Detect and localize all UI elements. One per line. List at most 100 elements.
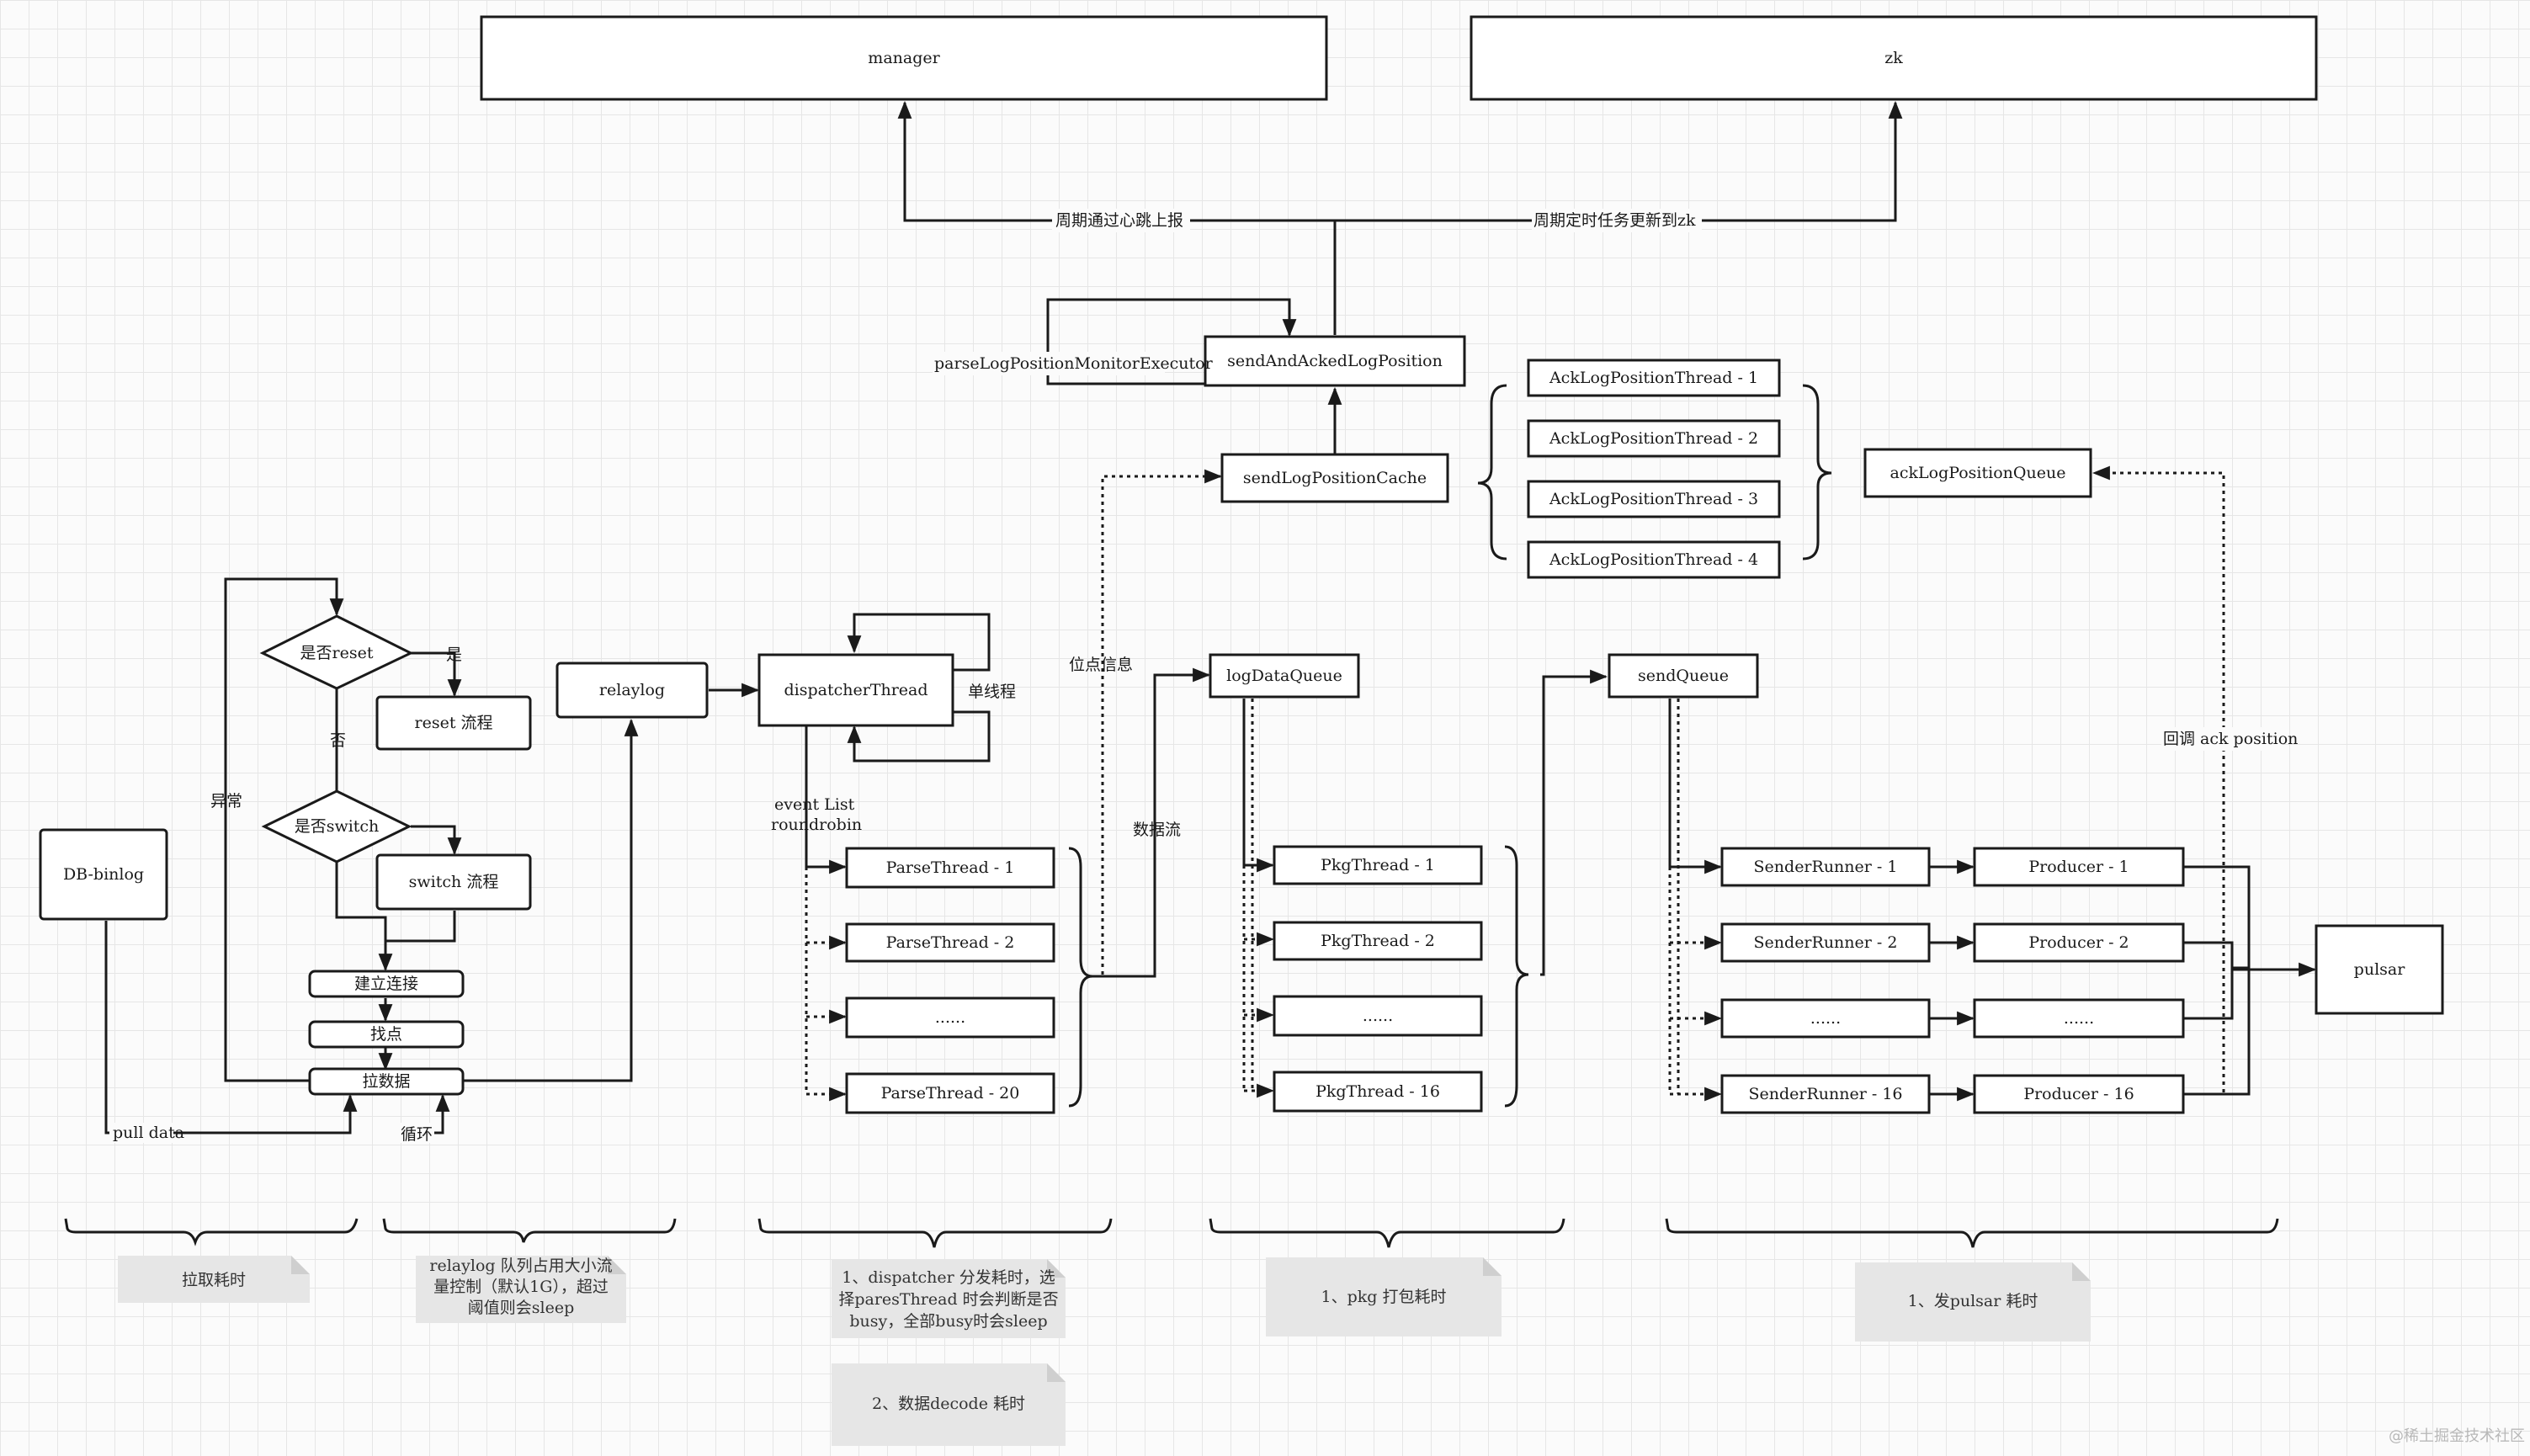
note-dispatcher: 1、dispatcher 分发耗时，选 择paresThread 时会判断是否 … [832,1259,1066,1338]
zk-task-label: 周期定时任务更新到zk [1533,211,1696,230]
ack-thread-2-box: AckLogPositionThread - 2 [1527,419,1781,458]
svg-text:1、pkg 打包耗时: 1、pkg 打包耗时 [1321,1288,1447,1306]
edge-labels: 周期通过心跳上报 周期定时任务更新到zk parseLogPositionMon… [109,209,2298,1144]
svg-text:拉数据: 拉数据 [362,1072,410,1091]
svg-text:是否reset: 是否reset [300,644,374,662]
pull-data-box: 拉数据 [308,1067,465,1096]
svg-text:......: ...... [935,1008,965,1027]
note-decode: 2、数据decode 耗时 [832,1363,1066,1446]
svg-text:sendQueue: sendQueue [1638,667,1729,685]
svg-text:建立连接: 建立连接 [354,975,418,993]
send-queue-box: sendQueue [1608,653,1759,699]
svg-text:Producer - 2: Producer - 2 [2028,933,2129,952]
send-log-position-cache-box: sendLogPositionCache [1220,453,1449,503]
svg-text:pulsar: pulsar [2354,960,2406,979]
parse-thread-more-box: ...... [845,996,1055,1039]
svg-text:ackLogPositionQueue: ackLogPositionQueue [1890,464,2066,482]
note-pulsar: 1、发pulsar 耗时 [1855,1262,2091,1342]
pull-data-label: pull data [113,1124,184,1142]
svg-text:zk: zk [1884,49,1903,67]
pkg-thread-16-box: PkgThread - 16 [1273,1071,1483,1113]
sender-runner-16-box: SenderRunner - 16 [1720,1074,1931,1114]
svg-text:relaylog: relaylog [599,681,665,699]
position-info-label: 位点信息 [1069,656,1133,674]
svg-text:SenderRunner - 16: SenderRunner - 16 [1748,1085,1902,1103]
ack-log-position-queue-box: ackLogPositionQueue [1863,448,2092,498]
single-thread-label: 单线程 [968,683,1016,701]
manager-box: manager [480,15,1328,101]
svg-text:PkgThread - 1: PkgThread - 1 [1321,856,1435,874]
yes-label: 是 [446,646,462,664]
note-pkg: 1、pkg 打包耗时 [1266,1257,1502,1336]
ack-thread-4-box: AckLogPositionThread - 4 [1527,540,1781,579]
note-relaylog: relaylog 队列占用大小流 量控制（默认1G），超过 阈值则会sleep [416,1256,626,1323]
svg-text:拉取耗时: 拉取耗时 [182,1271,246,1289]
zk-box: zk [1470,15,2318,101]
loop-label: 循环 [401,1125,433,1144]
svg-text:DB-binlog: DB-binlog [63,865,144,884]
svg-text:dispatcherThread: dispatcherThread [784,681,927,699]
svg-text:AckLogPositionThread - 2: AckLogPositionThread - 2 [1549,429,1758,448]
log-data-queue-box: logDataQueue [1209,653,1360,699]
svg-text:switch 流程: switch 流程 [409,873,499,891]
parse-thread-2-box: ParseThread - 2 [845,922,1055,963]
svg-text:2、数据decode 耗时: 2、数据decode 耗时 [872,1395,1025,1413]
svg-text:阈值则会sleep: 阈值则会sleep [468,1299,574,1317]
pkg-thread-1-box: PkgThread - 1 [1273,845,1483,885]
connectors [64,100,2317,1248]
svg-text:择paresThread 时会判断是否: 择paresThread 时会判断是否 [838,1290,1058,1309]
svg-text:找点: 找点 [370,1025,402,1044]
svg-text:1、dispatcher 分发耗时，选: 1、dispatcher 分发耗时，选 [842,1268,1055,1287]
sender-runner-2-box: SenderRunner - 2 [1720,922,1931,963]
event-list-label: event List [774,795,855,814]
svg-text:1、发pulsar 耗时: 1、发pulsar 耗时 [1908,1292,2038,1310]
parse-thread-20-box: ParseThread - 20 [845,1072,1055,1114]
svg-text:ParseThread - 20: ParseThread - 20 [881,1084,1020,1103]
parse-thread-1-box: ParseThread - 1 [845,847,1055,889]
pkg-thread-2-box: PkgThread - 2 [1273,921,1483,961]
svg-text:sendLogPositionCache: sendLogPositionCache [1243,469,1427,487]
switch-flow-box: switch 流程 [375,853,532,911]
callback-ack-label: 回调 ack position [2163,730,2298,748]
svg-text:是否switch: 是否switch [295,817,380,836]
svg-text:Producer - 16: Producer - 16 [2023,1085,2134,1103]
svg-text:SenderRunner - 2: SenderRunner - 2 [1754,933,1898,952]
watermark: @稀土掘金技术社区 [2389,1427,2525,1445]
switch-decision: 是否switch [261,789,412,864]
svg-text:AckLogPositionThread - 4: AckLogPositionThread - 4 [1549,550,1758,569]
svg-text:reset 流程: reset 流程 [415,714,493,732]
note-pull-cost: 拉取耗时 [118,1256,310,1303]
producer-16-box: Producer - 16 [1973,1074,2185,1114]
sender-runner-more-box: ...... [1720,998,1931,1039]
svg-text:ParseThread - 1: ParseThread - 1 [886,858,1015,877]
svg-text:busy，全部busy时会sleep: busy，全部busy时会sleep [849,1312,1047,1331]
svg-text:manager: manager [868,49,940,67]
send-acked-log-position-box: sendAndAckedLogPosition [1204,335,1466,387]
reset-flow-box: reset 流程 [375,695,532,751]
svg-text:SenderRunner - 1: SenderRunner - 1 [1754,858,1898,876]
producer-1-box: Producer - 1 [1973,847,2185,887]
find-position-box: 找点 [308,1020,465,1049]
pkg-thread-more-box: ...... [1273,995,1483,1037]
dispatcher-thread-box: dispatcherThread [757,653,954,727]
svg-text:AckLogPositionThread - 1: AckLogPositionThread - 1 [1549,369,1758,387]
svg-text:logDataQueue: logDataQueue [1226,667,1342,685]
pulsar-box: pulsar [2315,924,2444,1015]
monitor-executor-label: parseLogPositionMonitorExecutor [934,354,1214,373]
svg-text:sendAndAckedLogPosition: sendAndAckedLogPosition [1227,352,1443,370]
heartbeat-label: 周期通过心跳上报 [1055,211,1183,230]
roundrobin-label: roundrobin [771,816,862,834]
data-flow-label: 数据流 [1133,821,1181,839]
svg-text:PkgThread - 16: PkgThread - 16 [1315,1082,1440,1101]
producer-more-box: ...... [1973,998,2185,1039]
svg-text:relaylog 队列占用大小流: relaylog 队列占用大小流 [429,1257,612,1275]
svg-text:ParseThread - 2: ParseThread - 2 [886,933,1015,952]
connect-box: 建立连接 [308,970,465,998]
ack-thread-1-box: AckLogPositionThread - 1 [1527,359,1781,397]
error-label: 异常 [210,792,242,810]
svg-text:......: ...... [1363,1007,1393,1025]
producer-2-box: Producer - 2 [1973,922,2185,963]
ack-thread-3-box: AckLogPositionThread - 3 [1527,480,1781,518]
